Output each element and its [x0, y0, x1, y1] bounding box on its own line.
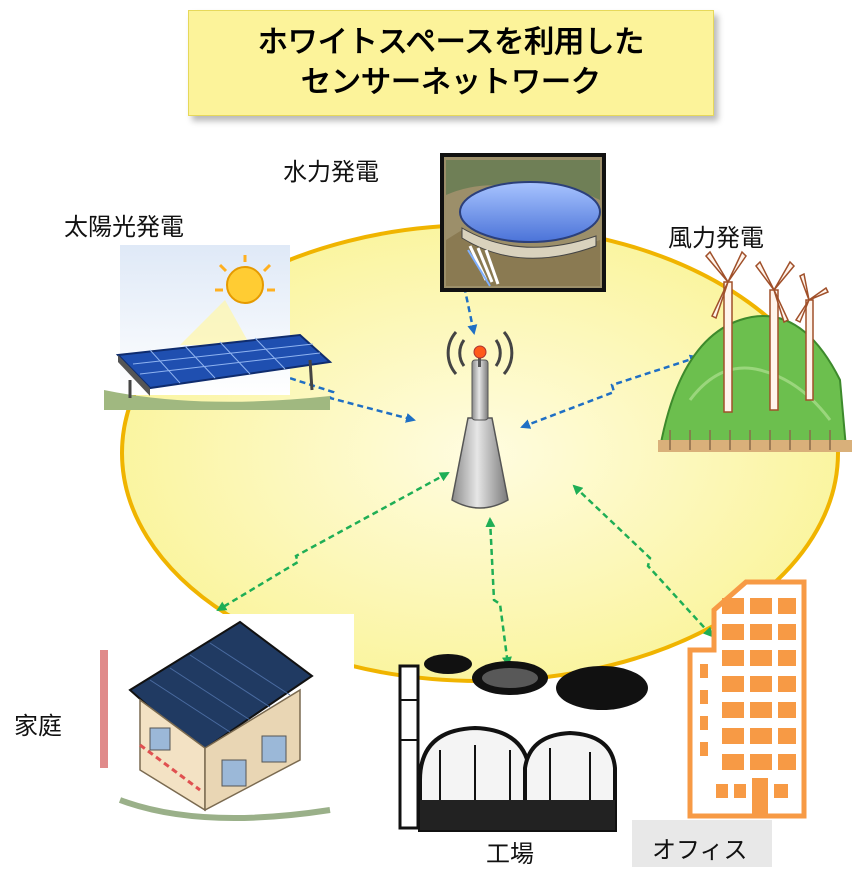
wind-turbine-icon — [658, 250, 852, 452]
diagram-title: ホワイトスペースを利用した センサーネットワーク — [188, 10, 714, 116]
title-line-2: センサーネットワーク — [301, 65, 601, 100]
link-factory — [485, 517, 512, 667]
label-wind: 風力発電 — [668, 224, 764, 252]
link-wind — [520, 354, 700, 429]
factory-icon — [398, 654, 648, 832]
office-label-background — [632, 820, 772, 867]
label-home: 家庭 — [14, 712, 62, 740]
link-solar — [250, 363, 416, 423]
solar-panel-icon — [104, 245, 333, 410]
label-solar: 太陽光発電 — [64, 213, 184, 241]
links-green — [216, 471, 714, 667]
dam-icon — [440, 153, 606, 292]
title-line-1: ホワイトスペースを利用した — [257, 25, 645, 60]
antenna-tower-icon — [446, 331, 514, 509]
label-hydro: 水力発電 — [283, 158, 379, 186]
house-icon — [92, 614, 354, 828]
label-factory: 工場 — [486, 840, 534, 868]
label-office: オフィス — [652, 836, 748, 864]
link-office — [572, 484, 714, 638]
office-building-icon — [687, 579, 807, 819]
